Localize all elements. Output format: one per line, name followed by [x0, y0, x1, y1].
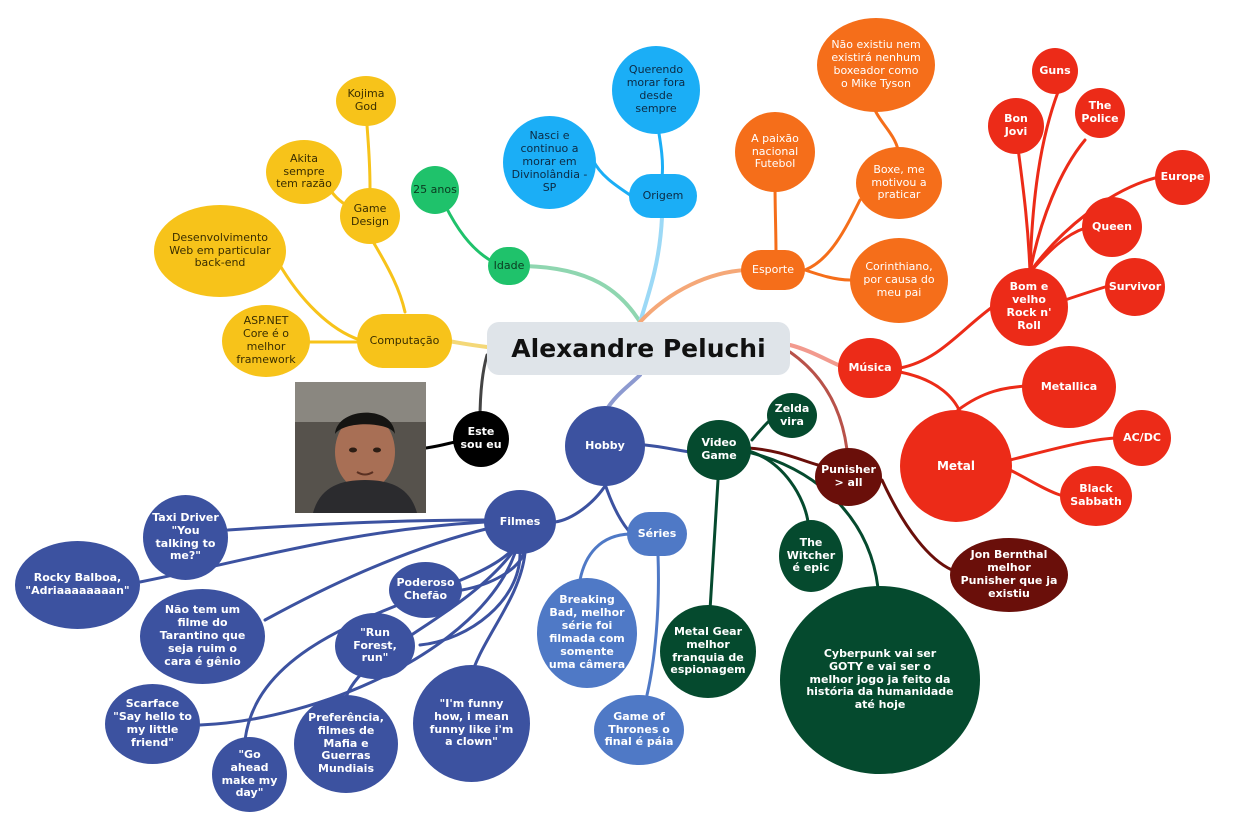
link-origem-nasci [591, 158, 632, 197]
node-poderoso-chefao[interactable]: Poderoso Chefão [389, 562, 462, 618]
link-musica-metal [898, 370, 962, 414]
node-aspnet[interactable]: ASP.NET Core é o melhor framework [222, 305, 310, 377]
node-game-of-thrones[interactable]: Game of Thrones o final é páia [594, 695, 684, 765]
node-akita[interactable]: Akita sempre tem razão [266, 140, 342, 204]
link-center-origem [638, 215, 664, 324]
node-the-witcher[interactable]: The Witcher é epic [779, 520, 843, 592]
profile-photo-illustration [295, 382, 426, 513]
node-filmes[interactable]: Filmes [484, 490, 556, 554]
node-video-game[interactable]: Video Game [687, 420, 751, 480]
link-center-computacao [446, 339, 489, 349]
link-center-idade [523, 264, 642, 324]
node-metal[interactable]: Metal [900, 410, 1012, 522]
link-esporte-boxe [803, 198, 862, 272]
node-esporte[interactable]: Esporte [741, 250, 805, 290]
link-classic-survivor [1063, 285, 1107, 302]
node-nasci-divinolandia[interactable]: Nasci e continuo a morar em Divinolândia… [503, 116, 596, 209]
link-metal-sabbath [1008, 468, 1062, 497]
link-classic-queen [1028, 226, 1087, 274]
node-bon-jovi[interactable]: Bon Jovi [988, 98, 1044, 154]
node-querendo-morar-fora[interactable]: Querendo morar fora desde sempre [612, 46, 700, 134]
link-comp-web [276, 260, 362, 342]
link-esporte-corinthiano [803, 268, 852, 282]
link-filmes-runforest [418, 552, 522, 647]
node-guns[interactable]: Guns [1032, 48, 1078, 94]
profile-photo [295, 382, 426, 513]
node-kojima-god[interactable]: Kojima God [336, 76, 396, 126]
link-series-got [645, 553, 660, 697]
link-metal-metallica [956, 384, 1027, 412]
node-desenvolvimento-web[interactable]: Desenvolvimento Web em particular back-e… [154, 205, 286, 297]
link-musica-classic [898, 303, 997, 370]
node-scarface[interactable]: Scarface "Say hello to my little friend" [105, 684, 200, 764]
link-vg-punisher [746, 446, 820, 467]
node-cyberpunk[interactable]: Cyberpunk vai ser GOTY e vai ser o melho… [780, 586, 980, 774]
node-survivor[interactable]: Survivor [1105, 258, 1165, 316]
node-game-design[interactable]: Game Design [340, 188, 400, 244]
link-gd-kojima [365, 123, 372, 190]
link-hobby-series [603, 482, 630, 532]
node-preferencia[interactable]: Preferência, filmes de Mafia e Guerras M… [294, 695, 398, 793]
node-the-police[interactable]: The Police [1075, 88, 1125, 138]
node-go-ahead[interactable]: "Go ahead make my day" [212, 737, 287, 812]
node-origem[interactable]: Origem [629, 174, 697, 218]
node-queen[interactable]: Queen [1082, 197, 1142, 257]
link-boxe-tyson [873, 108, 900, 152]
node-rocky-balboa[interactable]: Rocky Balboa, "Adriaaaaaaaan" [15, 541, 140, 629]
node-tarantino[interactable]: Não tem um filme do Tarantino que seja r… [140, 589, 265, 684]
node-25-anos[interactable]: 25 anos [411, 166, 459, 214]
node-taxi-driver[interactable]: Taxi Driver "You talking to me?" [143, 495, 228, 580]
link-photo-estesoueu [424, 440, 457, 450]
link-idade-25 [443, 203, 497, 265]
link-filmes-tarantino [263, 526, 492, 622]
node-boxe[interactable]: Boxe, me motivou a praticar [856, 147, 942, 219]
node-musica[interactable]: Música [838, 338, 902, 398]
link-hobby-videogame [643, 443, 692, 454]
node-metal-gear[interactable]: Metal Gear melhor franquia de espionagem [660, 605, 756, 698]
link-comp-gamedesign [370, 238, 407, 314]
node-run-forest[interactable]: "Run Forest, run" [335, 613, 415, 679]
link-punisher-jon [880, 478, 954, 572]
link-classic-guns [1028, 90, 1060, 274]
node-black-sabbath[interactable]: Black Sabbath [1060, 466, 1132, 526]
node-mike-tyson[interactable]: Não existiu nem existirá nenhum boxeador… [817, 18, 935, 112]
central-topic[interactable]: Alexandre Peluchi [487, 322, 790, 375]
node-este-sou-eu[interactable]: Este sou eu [453, 411, 509, 467]
node-computacao[interactable]: Computação [357, 314, 452, 368]
link-classic-bonjovi [1016, 146, 1032, 274]
node-europe[interactable]: Europe [1155, 150, 1210, 205]
node-acdc[interactable]: AC/DC [1113, 410, 1171, 466]
node-corinthiano[interactable]: Corinthiano, por causa do meu pai [850, 238, 948, 323]
link-filmes-preferencia [343, 551, 514, 702]
node-funny-clown[interactable]: "I'm funny how, i mean funny like i'm a … [413, 665, 530, 782]
node-rock-n-roll[interactable]: Bom e velho Rock n' Roll [990, 268, 1068, 346]
node-futebol[interactable]: A paixão nacional Futebol [735, 112, 815, 192]
link-filmes-poderoso [460, 548, 527, 592]
link-esporte-futebol [773, 180, 778, 257]
node-jon-bernthal[interactable]: Jon Bernthal melhor Punisher que ja exis… [950, 538, 1068, 612]
link-filmes-taxi [226, 518, 487, 532]
node-zelda-vira[interactable]: Zelda vira [767, 393, 817, 438]
link-vg-zelda [750, 418, 772, 442]
node-idade[interactable]: Idade [488, 247, 530, 285]
link-classic-police [1028, 138, 1087, 274]
link-series-breaking [578, 532, 632, 582]
node-series[interactable]: Séries [627, 512, 687, 556]
link-center-esporte [638, 268, 748, 324]
node-hobby[interactable]: Hobby [565, 406, 645, 486]
node-breaking-bad[interactable]: Breaking Bad, melhor série foi filmada c… [537, 578, 637, 688]
link-metal-acdc [1008, 436, 1117, 462]
node-metallica[interactable]: Metallica [1022, 346, 1116, 428]
link-vg-metalgear [708, 478, 720, 612]
link-center-punisher [788, 350, 850, 462]
node-punisher[interactable]: Punisher > all [815, 448, 882, 506]
